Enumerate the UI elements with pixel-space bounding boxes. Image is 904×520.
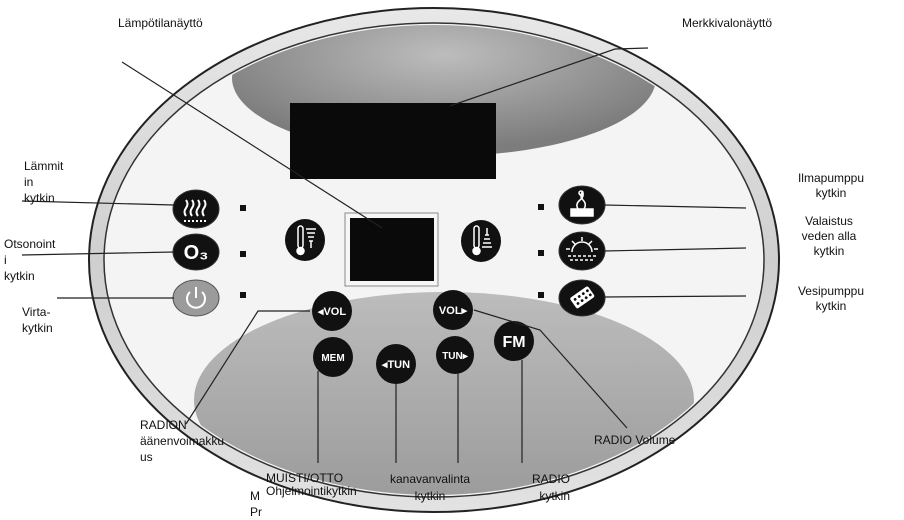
fm-button[interactable]: FM — [494, 321, 534, 361]
label-channel: kanavanvalinta kytkin — [389, 472, 471, 503]
water-pump-button[interactable] — [558, 279, 606, 317]
mem-button[interactable]: MEM — [313, 337, 353, 377]
label-water-pump: Vesipumppu kytkin — [797, 284, 865, 313]
symbol-display — [290, 103, 496, 179]
vol-down-button[interactable]: ◂VOL — [312, 291, 352, 331]
svg-text:TUN▸: TUN▸ — [442, 351, 469, 362]
ozone-icon: O₃ — [184, 242, 209, 264]
label-temperature-display: Lämpötilanäyttö — [118, 16, 203, 30]
label-symbol-display: Merkkivalonäyttö — [682, 16, 773, 30]
label-radio: RADIO kytkin — [531, 472, 570, 503]
power-button[interactable] — [172, 279, 220, 317]
svg-text:MEM: MEM — [321, 353, 344, 364]
ozone-button[interactable]: O₃ — [172, 233, 220, 271]
lighting-button[interactable] — [558, 231, 606, 271]
underwater-light-icon — [566, 237, 598, 261]
label-power: Virta- kytkin — [22, 305, 53, 335]
tun-up-button[interactable]: TUN▸ — [436, 336, 474, 374]
temp-up-button[interactable] — [461, 220, 501, 262]
label-program: Ohjelmointikytkin — [266, 484, 357, 498]
power-icon — [186, 287, 206, 309]
temp-down-button[interactable] — [285, 219, 325, 261]
air-pump-button[interactable] — [558, 185, 606, 225]
air-pump-icon — [570, 190, 594, 217]
heater-icon — [183, 199, 208, 222]
label-ozone: Otsonoint i kytkin — [4, 237, 56, 283]
thermometer-up-icon — [472, 225, 492, 256]
svg-text:◂VOL: ◂VOL — [317, 306, 346, 318]
thermometer-down-icon — [296, 225, 316, 256]
leader-lines — [21, 47, 747, 463]
indicator-dots — [240, 204, 544, 298]
label-memory: MUISTI/OTTO — [266, 471, 344, 485]
temperature-display — [350, 218, 434, 281]
svg-text:◂TUN: ◂TUN — [381, 359, 410, 371]
label-heater: Lämmit in kytkin — [24, 159, 64, 205]
label-radio-volume-fi: RADION äänenvoimakku us — [140, 418, 225, 464]
water-pump-icon — [570, 286, 595, 309]
label-lighting: Valaistus veden alla kytkin — [801, 214, 857, 258]
svg-text:VOL▸: VOL▸ — [439, 305, 468, 317]
heater-button[interactable] — [172, 189, 220, 229]
label-radio-volume-en: RADIO Volume — [594, 433, 676, 447]
svg-text:FM: FM — [502, 334, 525, 351]
label-mo-fragment: M Pr — [250, 489, 262, 519]
label-air-pump: Ilmapumppu kytkin — [797, 171, 865, 200]
vol-up-button[interactable]: VOL▸ — [433, 290, 473, 330]
tun-down-button[interactable]: ◂TUN — [376, 344, 416, 384]
